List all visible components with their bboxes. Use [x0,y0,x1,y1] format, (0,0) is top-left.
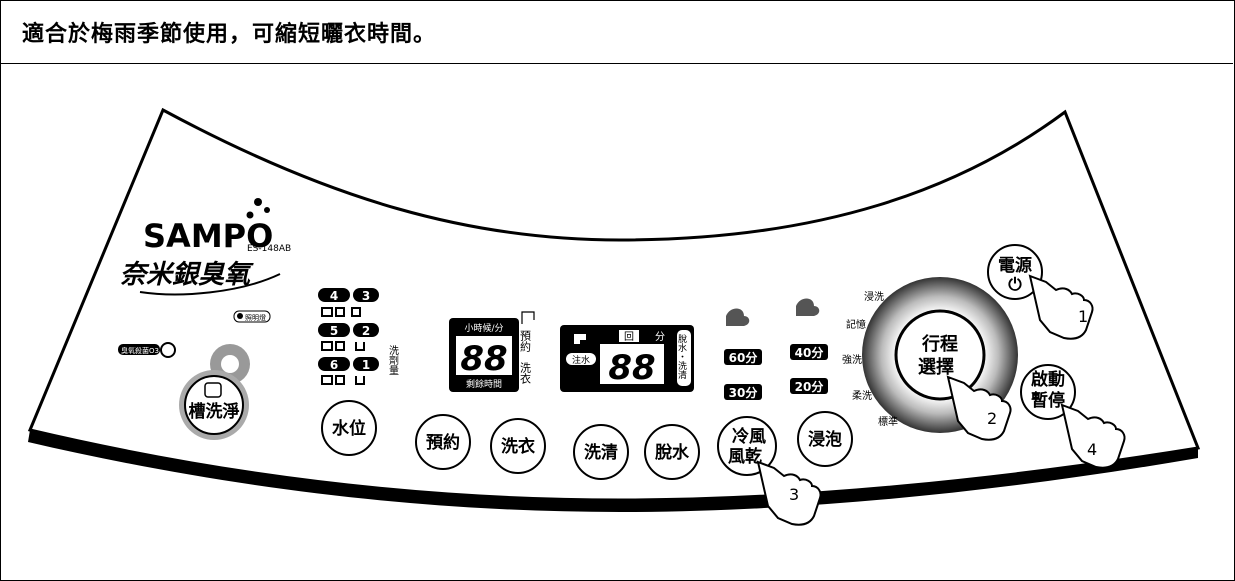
cold-dry-icon [726,308,750,326]
timer-display: 小時候/分 88 剩餘時間 預約 洗衣 [449,311,535,392]
pointing-hand-icon [756,274,1126,526]
start-label-2: 暫停 [1031,390,1065,411]
level-4: 4 [330,289,338,303]
detergent-label: 洗劑量 [387,345,399,375]
ozone-ring [160,342,176,358]
spin-button-label: 脫水 [655,442,690,463]
logo-dot [246,211,254,219]
course-standard: 標準 [878,415,898,428]
soak-button-label: 浸泡 [808,429,842,450]
fill-label: 注水 [572,354,590,366]
course-label-2: 選擇 [918,356,954,378]
panel-bottom-band [28,430,1198,512]
power-label: 電源 [998,255,1032,276]
timer-digits: 88 [460,339,507,379]
level-5: 5 [330,324,338,338]
page-title: 適合於梅雨季節使用，可縮短曬衣時間。 [22,22,437,47]
course-soak-wash: 浸洗 [864,291,884,303]
course-memory: 記憶 [846,318,866,331]
reserve-button[interactable]: 預約 [415,414,471,470]
cycle-display: 回 分 注水 88 脫水・洗清 [560,325,694,392]
timer-bottom-label: 剩餘時間 [466,378,502,390]
step-4: 4 [1087,440,1097,459]
cycle-digits: 88 [608,348,655,388]
wash-button[interactable]: 洗衣 [490,418,546,474]
water-level-label: 水位 [332,418,366,439]
ozone-indicator [118,344,160,355]
water-level-chart: 4 3 5 2 6 1 洗劑量 [318,288,399,385]
spin-button[interactable]: 脫水 [644,424,700,480]
water-level-button[interactable]: 水位 [321,400,377,456]
light-led [237,313,243,319]
rinse-button[interactable]: 洗清 [573,424,629,480]
soak-icon [796,298,820,316]
timer-indicators: 60分 30分 40分 20分 [724,298,828,400]
panel-outline [27,107,1201,502]
timer-60: 60分 [729,350,758,365]
cold-dry-button[interactable]: 冷風 風乾 [717,416,777,476]
step-3: 3 [789,485,799,504]
reserve-button-label: 預約 [426,432,460,453]
level-6: 6 [330,358,338,372]
wash-label: 洗衣 [519,362,532,384]
spin-rinse-label: 脫水・洗清 [676,334,687,380]
timer-20: 20分 [795,379,824,394]
header-bar: 適合於梅雨季節使用，可縮短曬衣時間。 [0,0,1233,64]
step-2: 2 [987,409,997,428]
timer-top-label: 小時候/分 [464,322,503,334]
start-label-1: 啟動 [1031,369,1065,390]
level-2: 2 [362,324,370,338]
faucet-icon [574,334,586,344]
light-indicator [233,310,271,323]
soak-button[interactable]: 浸泡 [797,411,853,467]
course-gentle: 柔洗 [852,390,872,402]
brand-tagline: 奈米銀臭氧 [120,260,254,290]
power-button[interactable]: 電源 ⏻ [987,244,1043,300]
rinse-button-label: 洗清 [584,442,618,463]
tub-icon [204,382,222,398]
reserve-label: 預約 [519,330,532,353]
level-1: 1 [362,358,370,372]
brand-logo: SAMPO [143,217,273,255]
logo-dot [254,198,262,206]
light-label: 照明燈 [245,313,266,322]
tub-clean-button[interactable]: 槽洗淨 [184,375,244,435]
power-icon: ⏻ [1008,275,1022,295]
tub-clean-led-inner [221,355,239,373]
model-number: ES-148AB [247,244,291,254]
course-label-1: 行程 [921,333,958,355]
logo-dot [264,207,270,213]
timer-40: 40分 [795,345,824,360]
round-label: 回 [624,331,634,343]
step-1: 1 [1078,307,1088,326]
cold-dry-label-1: 冷風 [732,426,766,447]
timer-30: 30分 [729,385,758,400]
course-strong: 強洗 [842,353,862,366]
level-3: 3 [362,289,370,303]
tub-clean-label: 槽洗淨 [189,401,240,422]
ozone-label: 臭氧殺菌O3 [121,346,159,355]
minute-label: 分 [655,331,665,343]
cold-dry-label-2: 風乾 [728,446,762,467]
wash-button-label: 洗衣 [501,436,535,457]
tagline-swoosh [139,273,281,296]
